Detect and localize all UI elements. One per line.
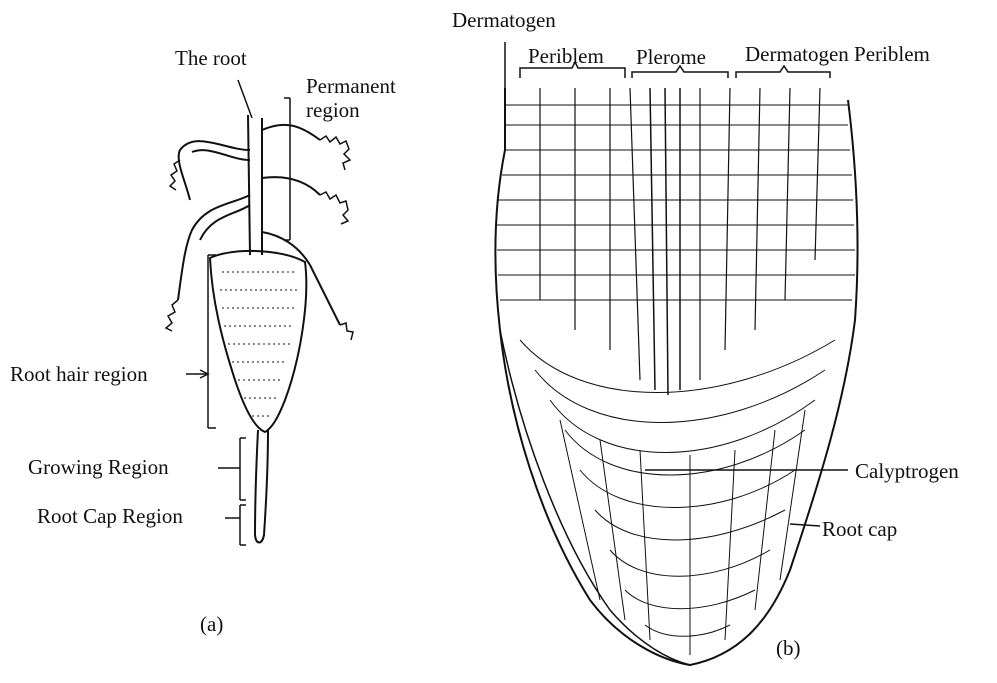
caption-a: (a)	[200, 612, 223, 636]
label-growing-region: Growing Region	[28, 455, 169, 479]
root-tip-section	[495, 42, 857, 665]
label-permanent-region: Permanent region	[306, 74, 426, 122]
label-periblem: Periblem	[528, 44, 604, 68]
label-dermatogen: Dermatogen	[452, 8, 556, 32]
label-root-hair-region: Root hair region	[10, 362, 148, 386]
label-the-root: The root	[175, 46, 247, 70]
label-dermatogen-periblem: Dermatogen Periblem	[745, 42, 930, 66]
label-calyptrogen: Calyptrogen	[855, 459, 959, 483]
root-illustration	[166, 115, 353, 543]
label-root-cap: Root cap	[822, 517, 897, 541]
label-root-cap-region: Root Cap Region	[37, 504, 183, 528]
caption-b: (b)	[776, 636, 801, 660]
label-plerome: Plerome	[636, 45, 706, 69]
